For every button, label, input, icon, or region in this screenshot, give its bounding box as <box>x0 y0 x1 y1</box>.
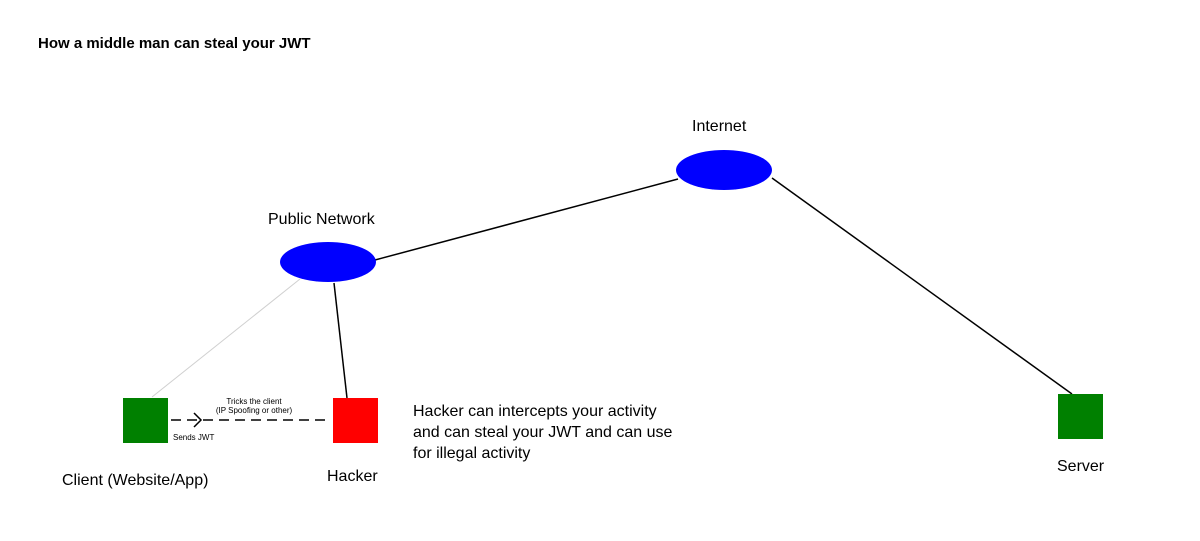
server-label: Server <box>1057 458 1105 475</box>
trick-caption-line-2: (IP Spoofing or other) <box>215 406 293 415</box>
server-node <box>1058 394 1103 439</box>
hacker-note-line-1: Hacker can intercepts your activity <box>413 403 657 420</box>
hacker-note: Hacker can intercepts your activity and … <box>413 401 672 464</box>
client-label: Client (Website/App) <box>62 472 209 489</box>
trick-caption-line-1: Tricks the client <box>226 397 282 406</box>
public-network-to-internet-link <box>374 178 679 261</box>
hacker-label: Hacker <box>327 468 378 485</box>
internet-to-server-link <box>771 177 1073 395</box>
hacker-node <box>333 398 378 443</box>
public-network-label: Public Network <box>268 211 375 228</box>
internet-label: Internet <box>692 118 747 135</box>
arrowhead-icon <box>193 412 203 428</box>
sends-jwt-caption: Sends JWT <box>173 433 215 442</box>
internet-node <box>676 150 772 190</box>
public-network-node <box>280 242 376 282</box>
diagram-title: How a middle man can steal your JWT <box>38 35 311 52</box>
client-node <box>123 398 168 443</box>
trick-caption: Tricks the client (IP Spoofing or other) <box>204 397 304 415</box>
hacker-note-line-3: for illegal activity <box>413 445 531 462</box>
client-to-public-network-link <box>151 278 301 398</box>
public-network-to-hacker-link <box>333 282 348 399</box>
hacker-note-line-2: and can steal your JWT and can use <box>413 424 673 441</box>
